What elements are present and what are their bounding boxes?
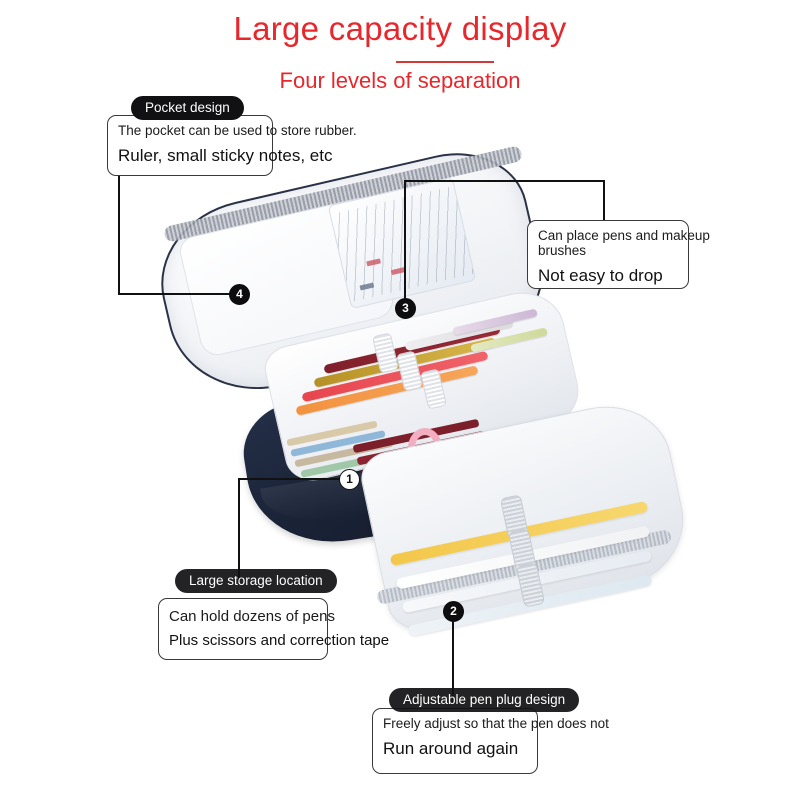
- callout-pen-plug-line2: Run around again: [383, 739, 519, 758]
- leader-line-1: [238, 478, 240, 582]
- callout-pocket-line1: The pocket can be used to store rubber.: [118, 123, 357, 138]
- callout-main-storage-line1: Can hold dozens of pens: [169, 608, 335, 625]
- callout-pocket[interactable]: The pocket can be used to store rubber. …: [107, 115, 357, 176]
- page-subtitle: Four levels of separation: [279, 68, 521, 93]
- marker-1[interactable]: 1: [339, 469, 360, 490]
- leader-line-4: [118, 293, 240, 295]
- leader-line-1: [238, 478, 350, 480]
- marker-4[interactable]: 4: [229, 284, 250, 305]
- callout-pen-slots-line2: Not easy to drop: [538, 266, 663, 285]
- badge-pen-plug: Adjustable pen plug design: [389, 688, 580, 712]
- marker-3[interactable]: 3: [395, 298, 416, 319]
- page-title: Large capacity display: [233, 10, 567, 47]
- callout-main-storage[interactable]: Can hold dozens of pens Plus scissors an…: [158, 598, 390, 660]
- title-divider: [396, 61, 494, 63]
- badge-large-storage: Large storage location: [175, 569, 337, 593]
- leader-line-3: [404, 180, 604, 182]
- callout-pen-plug[interactable]: Freely adjust so that the pen does not R…: [372, 708, 609, 774]
- callout-main-storage-line2: Plus scissors and correction tape: [169, 632, 390, 649]
- callout-pocket-line2: Ruler, small sticky notes, etc: [118, 146, 333, 165]
- badge-pocket-design: Pocket design: [131, 96, 244, 120]
- leader-line-3: [603, 180, 605, 220]
- marker-2[interactable]: 2: [443, 601, 464, 622]
- leader-line-2: [452, 610, 454, 702]
- callout-pen-slots[interactable]: Can place pens and makeup brushes Not ea…: [527, 220, 710, 289]
- leader-line-4: [118, 176, 120, 294]
- callout-pen-plug-line1: Freely adjust so that the pen does not: [383, 716, 609, 731]
- leader-line-3: [404, 180, 406, 308]
- callout-pen-slots-line1: Can place pens and makeup brushes: [538, 228, 710, 258]
